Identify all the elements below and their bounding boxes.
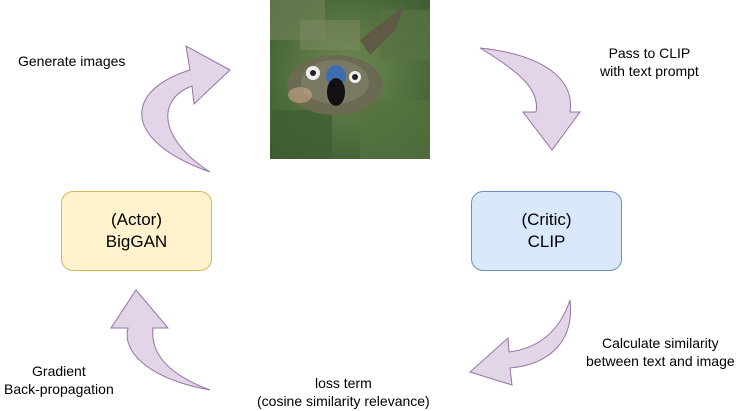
backprop-arrow xyxy=(110,289,211,391)
actor-label-line1: (Actor) xyxy=(111,210,162,229)
critic-label-line1: (Critic) xyxy=(521,210,572,229)
generate-arrow xyxy=(141,45,231,173)
calculate-label-line2: between text and image xyxy=(586,353,735,369)
gradient-label-line2: Back-propagation xyxy=(4,381,114,397)
pass-label-line1: Pass to CLIP xyxy=(608,45,691,61)
loss-label: loss term (cosine similarity relevance) xyxy=(257,374,430,410)
pass-label: Pass to CLIP with text prompt xyxy=(600,44,699,80)
actor-label-line2: BigGAN xyxy=(105,232,168,251)
critic-label-line2: CLIP xyxy=(527,232,566,251)
calculate-label: Calculate similarity between text and im… xyxy=(586,334,735,370)
gradient-label-line1: Gradient xyxy=(32,363,86,379)
loss-label-line2: (cosine similarity relevance) xyxy=(257,393,430,409)
generate-label: Generate images xyxy=(18,52,125,70)
loss-label-line1: loss term xyxy=(314,375,372,391)
generated-image xyxy=(270,0,430,159)
actor-node: (Actor) BigGAN xyxy=(61,191,212,271)
critic-node: (Critic) CLIP xyxy=(471,191,622,271)
pass-label-line2: with text prompt xyxy=(600,63,699,79)
calculate-arrow xyxy=(469,299,572,386)
calculate-label-line1: Calculate similarity xyxy=(601,335,719,351)
generate-label-text: Generate images xyxy=(18,53,126,69)
gradient-label: Gradient Back-propagation xyxy=(4,362,114,398)
pass-arrow xyxy=(479,47,581,151)
